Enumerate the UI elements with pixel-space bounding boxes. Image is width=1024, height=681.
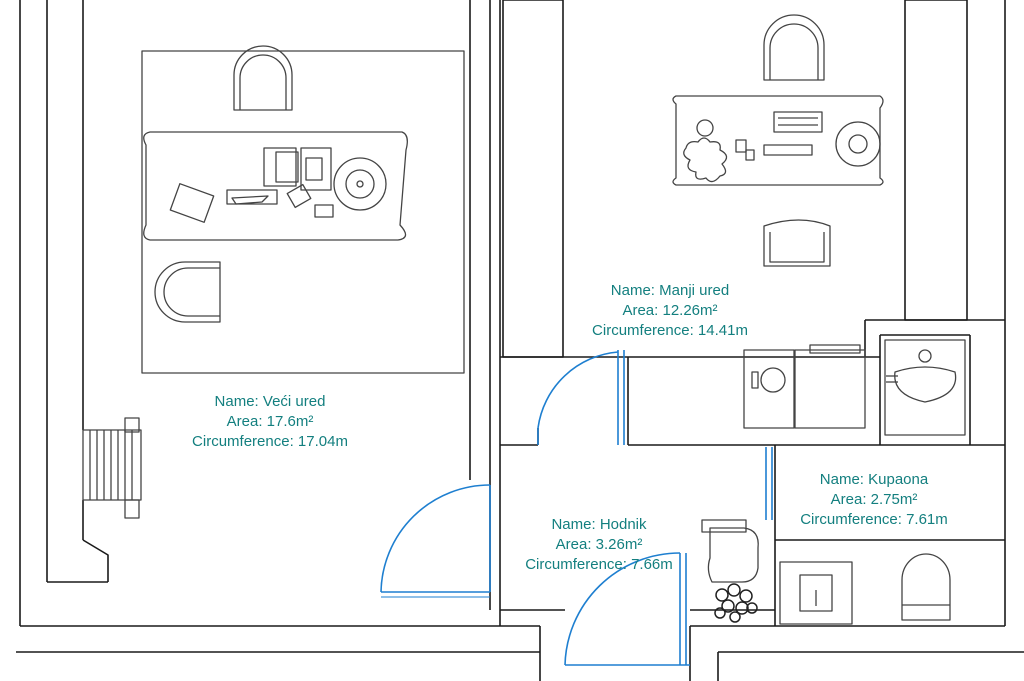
room-name: Name: Veći ured	[214, 393, 326, 410]
room-circumference: Circumference: 14.41m	[592, 322, 748, 339]
door-veci-ured	[380, 484, 491, 598]
door-kupaona	[765, 447, 773, 520]
radiator-icon	[82, 417, 142, 519]
desk-icon	[672, 95, 884, 186]
manji-ured-furniture	[672, 14, 884, 429]
room-label-hodnik: Name: Hodnik Area: 3.26m² Circumference:…	[525, 515, 673, 575]
desk-icon	[143, 131, 408, 241]
room-area: Area: 2.75m²	[830, 491, 918, 508]
chair-icon	[763, 14, 825, 81]
sink-icon	[779, 561, 853, 625]
veci-ured-walls	[82, 0, 491, 610]
outer-walls	[16, 0, 1024, 681]
chair-icon	[233, 45, 293, 111]
room-label-manji-ured: Name: Manji ured Area: 12.26m² Circumfer…	[592, 281, 748, 341]
room-name: Name: Kupaona	[819, 471, 929, 488]
doors	[380, 350, 773, 666]
kupaona-furniture	[779, 339, 966, 625]
room-area: Area: 12.26m²	[622, 302, 718, 319]
hodnik-furniture	[701, 519, 759, 623]
door-manji-ured	[537, 350, 625, 445]
washing-machine-icon	[743, 344, 866, 429]
room-area: Area: 17.6m²	[226, 413, 314, 430]
room-name: Name: Hodnik	[551, 516, 647, 533]
room-label-veci-ured: Name: Veći ured Area: 17.6m² Circumferen…	[192, 392, 348, 452]
chair-icon	[154, 261, 221, 323]
room-circumference: Circumference: 17.04m	[192, 433, 348, 450]
room-circumference: Circumference: 7.66m	[525, 556, 673, 573]
door-hodnik	[564, 552, 690, 666]
keyboard-icon	[773, 111, 823, 133]
sink-icon	[884, 339, 966, 436]
room-circumference: Circumference: 7.61m	[800, 511, 948, 528]
chair-icon	[763, 219, 831, 267]
room-name: Name: Manji ured	[610, 282, 730, 299]
room-label-kupaona: Name: Kupaona Area: 2.75m² Circumference…	[800, 470, 948, 530]
rug-icon	[141, 50, 465, 374]
chair-icon	[701, 519, 759, 583]
plant-icon	[714, 583, 758, 623]
toilet-icon	[901, 553, 951, 621]
room-area: Area: 3.26m²	[555, 536, 643, 553]
veci-ured-furniture	[82, 45, 465, 519]
plant-icon	[683, 137, 728, 183]
